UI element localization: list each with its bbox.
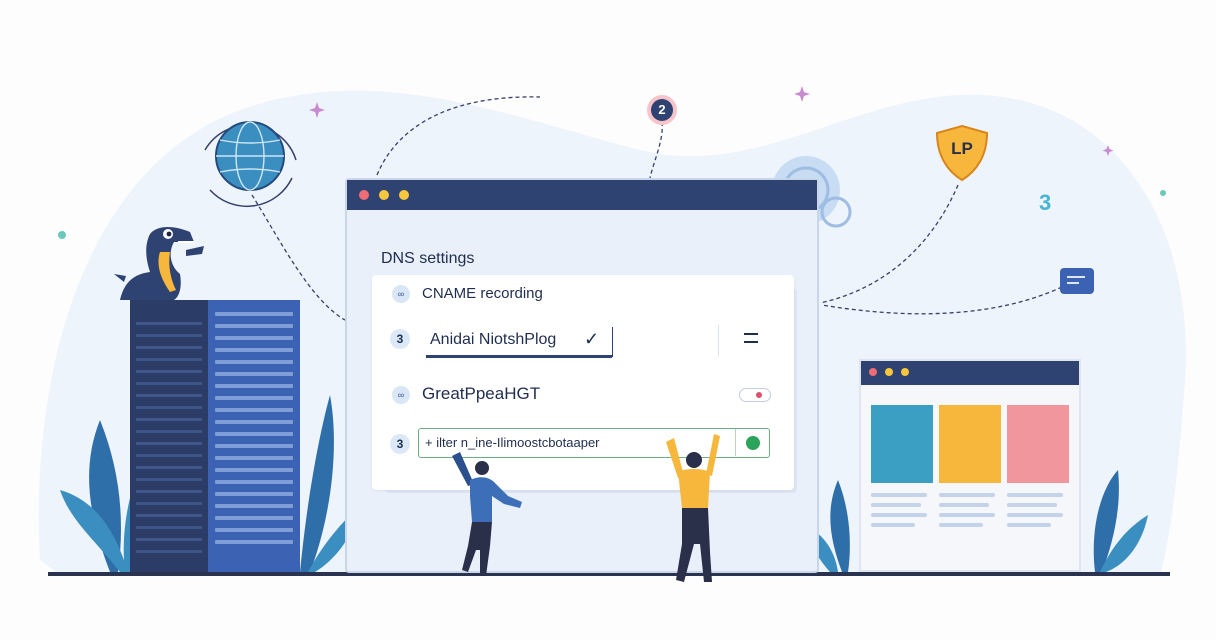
record-label: CNAME recording <box>422 285 543 302</box>
plant-decor <box>805 470 1148 572</box>
status-dot <box>746 436 760 450</box>
page-title: DNS settings <box>381 250 475 267</box>
window-maximize-dot[interactable] <box>399 190 409 200</box>
dns-records-panel: ∞ CNAME recording 3 Anidai NiotshPlog ✓ … <box>372 275 794 490</box>
text-line <box>1007 523 1051 527</box>
dashed-connector <box>821 286 1063 315</box>
row-badge: 3 <box>390 329 410 349</box>
text-line <box>939 493 995 497</box>
record-value-text: Anidai NiotshPlog <box>430 331 557 348</box>
link-icon: ∞ <box>392 386 410 404</box>
text-line <box>871 503 921 507</box>
input-divider <box>735 429 736 456</box>
link-icon: ∞ <box>392 285 410 303</box>
dns-settings-window: DNS settings ∞ CNAME recording 3 Anidai … <box>345 178 819 573</box>
text-line <box>1007 503 1057 507</box>
content-tile-yellow[interactable] <box>939 405 1001 483</box>
server-side-panel <box>130 300 208 572</box>
window-minimize-dot[interactable] <box>885 368 893 376</box>
shield-label: LP <box>951 139 973 158</box>
server-rack <box>130 300 300 572</box>
text-line <box>871 493 927 497</box>
toggle-knob <box>756 392 762 398</box>
sparkle-icon <box>309 86 1114 156</box>
text-line <box>871 513 927 517</box>
text-line <box>1007 493 1063 497</box>
dashed-connector <box>251 194 346 321</box>
globe-icon <box>204 121 297 208</box>
floating-number: 3 <box>1039 190 1052 215</box>
server-front-panel <box>208 300 300 572</box>
input-underline <box>426 355 612 358</box>
window-titlebar <box>861 361 1079 385</box>
window-minimize-dot[interactable] <box>379 190 389 200</box>
person-figure <box>666 434 720 582</box>
content-tile-teal[interactable] <box>871 405 933 483</box>
text-line <box>1007 513 1063 517</box>
message-icon <box>1060 268 1094 294</box>
input-divider <box>612 327 613 357</box>
text-line <box>939 523 983 527</box>
row-badge: 3 <box>390 434 410 454</box>
shield-icon: LP <box>932 123 992 183</box>
step-badge: 2 <box>647 95 677 125</box>
window-titlebar <box>347 180 817 210</box>
input-divider <box>718 325 719 357</box>
side-window <box>859 359 1081 572</box>
person-figure <box>452 452 522 576</box>
crocodile-mascot <box>114 227 204 300</box>
menu-icon[interactable] <box>744 333 758 343</box>
dashed-connector <box>649 121 663 179</box>
window-close-dot[interactable] <box>359 190 369 200</box>
text-line <box>871 523 915 527</box>
step-number: 2 <box>651 99 673 121</box>
record-toggle[interactable] <box>739 388 771 402</box>
content-tile-pink[interactable] <box>1007 405 1069 483</box>
record-label: GreatPpeaHGT <box>422 384 541 403</box>
text-line <box>939 503 989 507</box>
window-maximize-dot[interactable] <box>901 368 909 376</box>
dashed-connector <box>376 96 541 176</box>
text-line <box>939 513 995 517</box>
record-value-input[interactable]: Anidai NiotshPlog ✓ <box>420 323 770 359</box>
check-icon: ✓ <box>584 329 600 349</box>
window-close-dot[interactable] <box>869 368 877 376</box>
filter-input-text: + ilter n_ine-Ilimoostcbotaaper <box>425 435 600 450</box>
